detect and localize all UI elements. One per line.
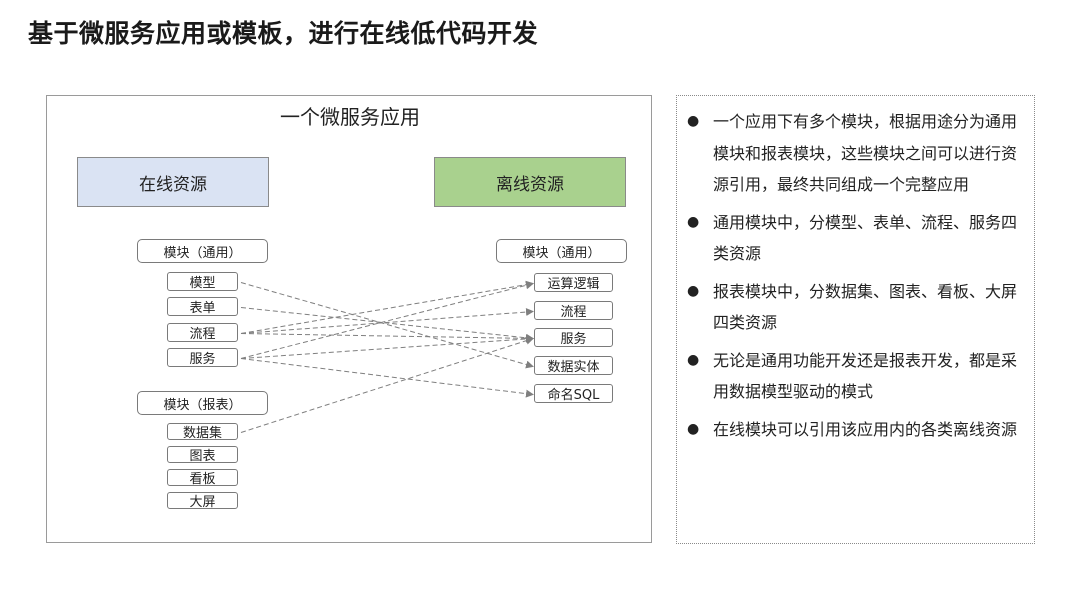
reference-arrow xyxy=(240,282,534,369)
online-item-model: 模型 xyxy=(167,272,238,291)
offline-item-service: 服务 xyxy=(534,328,613,347)
online-report-module: 模块（报表） xyxy=(137,391,268,415)
bullet-icon: ● xyxy=(687,420,700,437)
bullet-icon: ● xyxy=(687,282,700,299)
note-item: ● 无论是通用功能开发还是报表开发，都是采用数据模型驱动的模式 xyxy=(687,345,1022,408)
reference-arrow xyxy=(240,336,534,433)
note-text: 报表模块中，分数据集、图表、看板、大屏四类资源 xyxy=(713,281,1018,333)
online-item-kanban: 看板 xyxy=(167,469,238,487)
online-item-bigscreen: 大屏 xyxy=(167,492,238,510)
offline-resources-header: 离线资源 xyxy=(434,157,626,207)
bullet-icon: ● xyxy=(687,113,700,129)
reference-arrow xyxy=(240,358,534,398)
online-item-chart: 图表 xyxy=(167,446,238,464)
notes-panel: ● 一个应用下有多个模块，根据用途分为通用模块和报表模块，这些模块之间可以进行资… xyxy=(676,95,1035,544)
diagram-title: 一个微服务应用 xyxy=(280,105,420,129)
reference-arrow xyxy=(240,308,534,334)
bullet-icon: ● xyxy=(687,213,700,230)
offline-item-entity: 数据实体 xyxy=(534,356,613,375)
note-text: 一个应用下有多个模块，根据用途分为通用模块和报表模块，这些模块之间可以进行资源引… xyxy=(713,112,1018,194)
reference-arrow xyxy=(240,281,534,359)
offline-item-logic: 运算逻辑 xyxy=(534,273,613,292)
note-item: ● 一个应用下有多个模块，根据用途分为通用模块和报表模块，这些模块之间可以进行资… xyxy=(687,106,1022,201)
slide-title: 基于微服务应用或模板，进行在线低代码开发 xyxy=(28,19,539,48)
note-text: 通用模块中，分模型、表单、流程、服务四类资源 xyxy=(713,212,1018,264)
reference-arrows xyxy=(240,280,534,433)
bullet-icon: ● xyxy=(687,351,700,368)
reference-arrow xyxy=(240,280,534,334)
reference-arrow xyxy=(240,333,534,343)
note-text: 无论是通用功能开发还是报表开发，都是采用数据模型驱动的模式 xyxy=(713,350,1018,402)
online-item-process: 流程 xyxy=(167,323,238,342)
online-item-dataset: 数据集 xyxy=(167,423,238,441)
online-item-service: 服务 xyxy=(167,348,238,367)
reference-arrow xyxy=(240,334,534,359)
online-resources-header: 在线资源 xyxy=(77,157,269,207)
diagram-frame: 一个微服务应用 在线资源 离线资源 模块（通用） 模型 表单 流程 服务 模块（… xyxy=(46,95,652,543)
note-item: ● 报表模块中，分数据集、图表、看板、大屏四类资源 xyxy=(687,276,1022,339)
note-text: 在线模块可以引用该应用内的各类离线资源 xyxy=(713,419,1018,439)
online-item-form: 表单 xyxy=(167,297,238,316)
online-general-module: 模块（通用） xyxy=(137,239,268,263)
offline-item-named-sql: 命名SQL xyxy=(534,384,613,403)
offline-general-module: 模块（通用） xyxy=(496,239,627,263)
note-item: ● 通用模块中，分模型、表单、流程、服务四类资源 xyxy=(687,207,1022,270)
note-item: ● 在线模块可以引用该应用内的各类离线资源 xyxy=(687,414,1022,446)
offline-item-process: 流程 xyxy=(534,301,613,320)
